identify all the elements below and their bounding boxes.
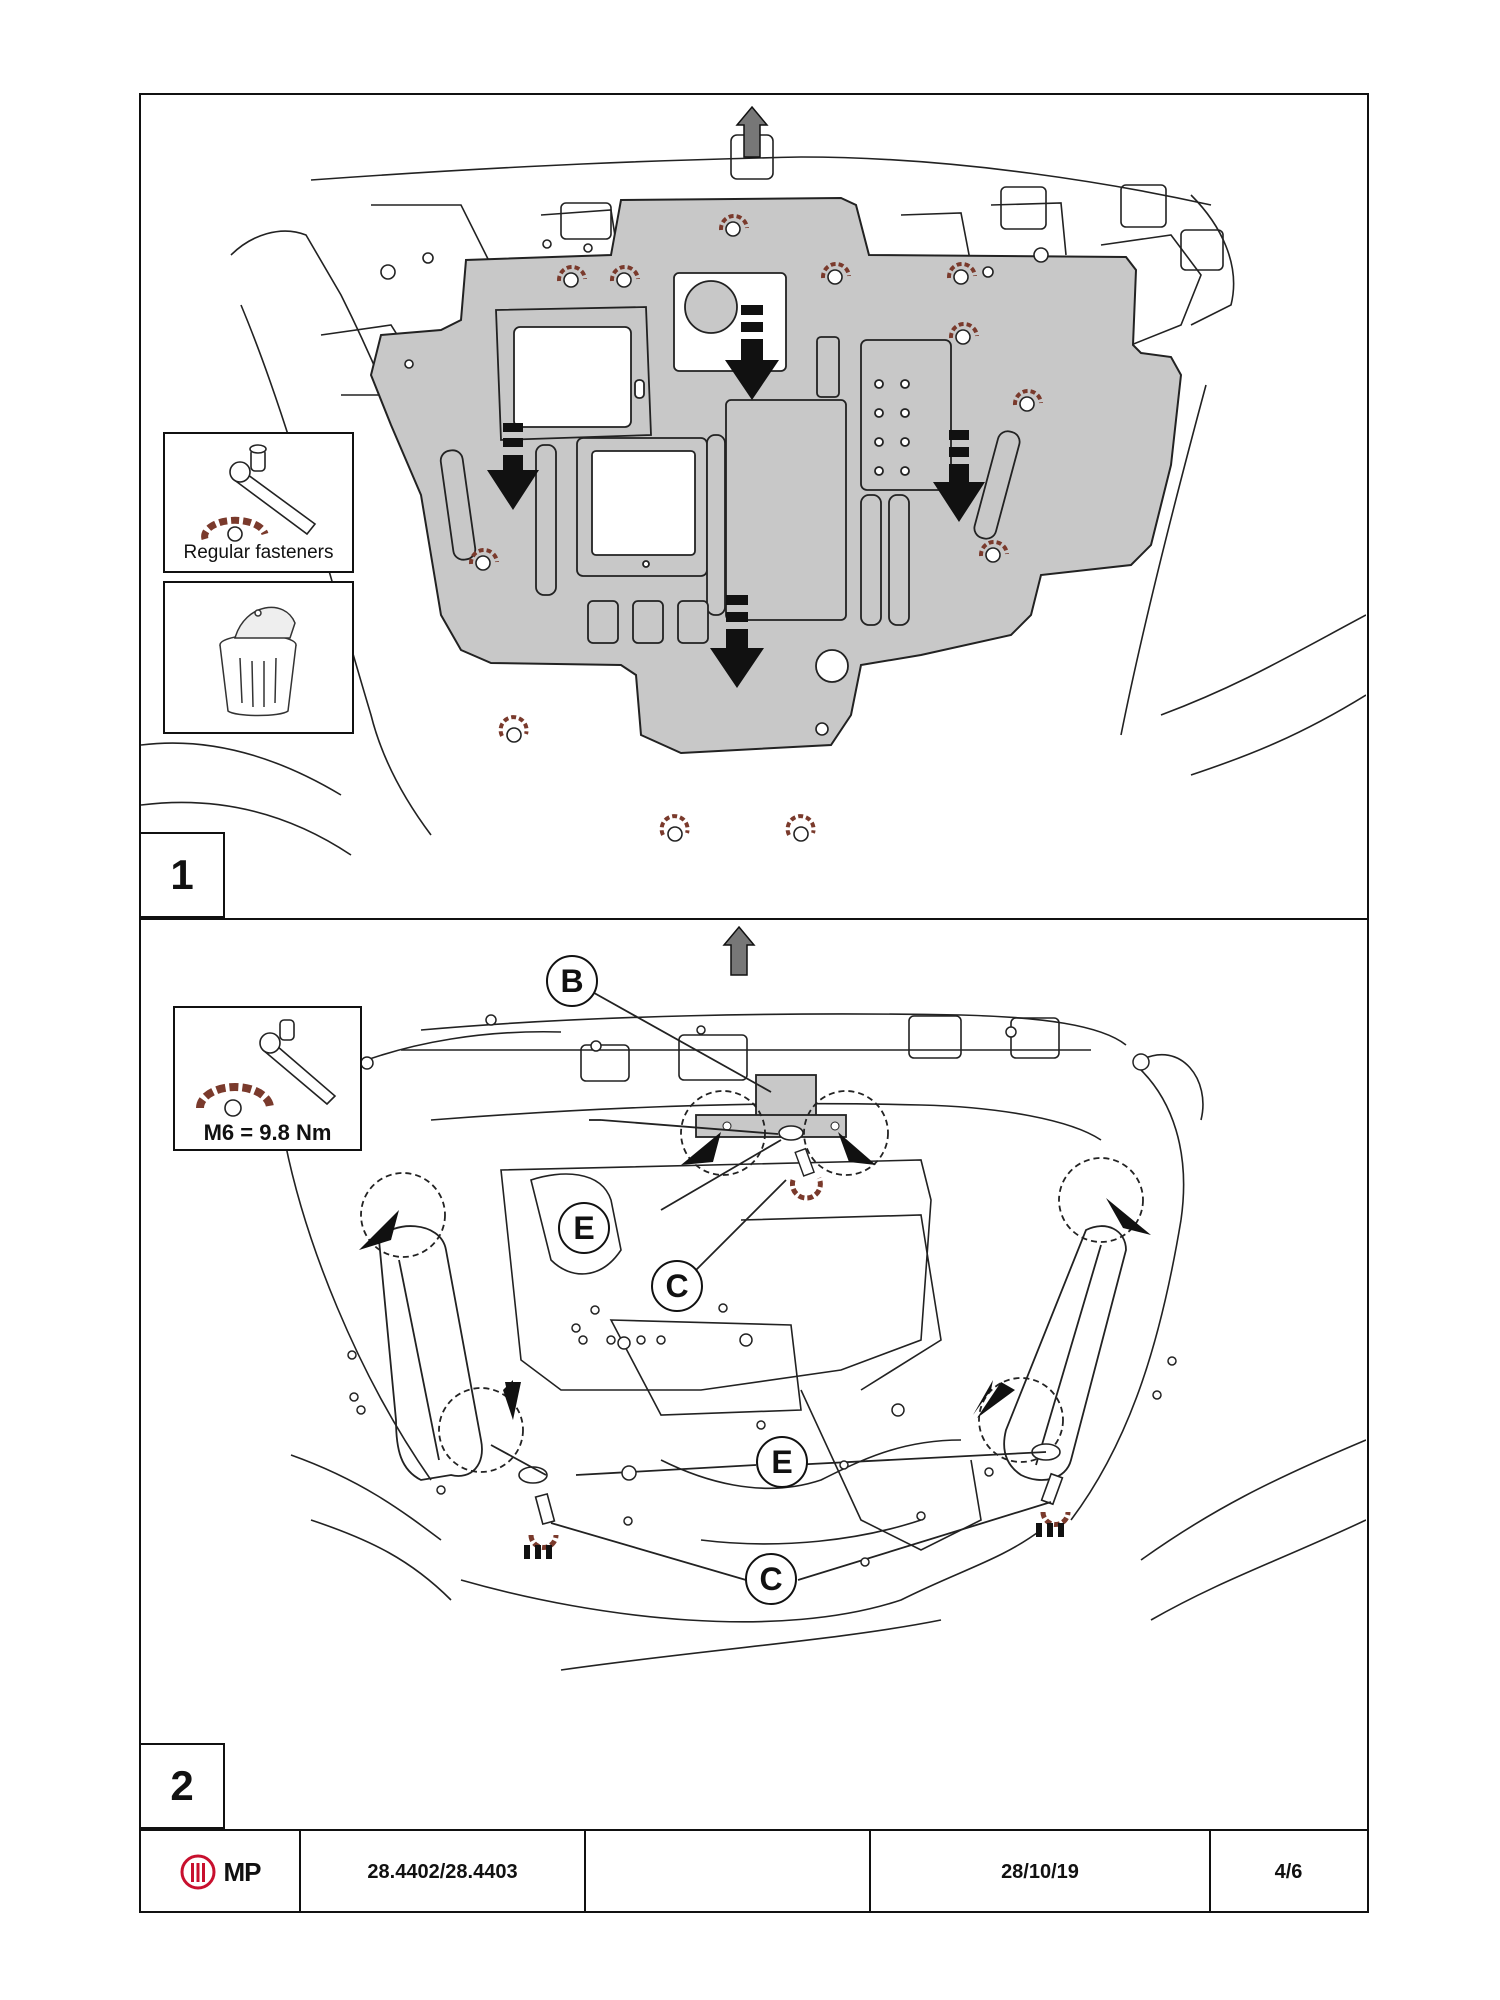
footer-page: 4/6 <box>1274 1860 1303 1883</box>
callout-c-lower: C <box>745 1553 797 1605</box>
removal-arrows <box>487 305 985 688</box>
fwd-arrow-icon <box>735 105 769 158</box>
regular-fastener-markers <box>468 214 1043 842</box>
title-block: MP 28.4402/28.4403 28/10/19 4/6 <box>141 1829 1367 1913</box>
fwd-arrow-icon <box>722 925 756 976</box>
callout-c-upper: C <box>651 1260 703 1312</box>
instruction-sheet: Regular fasteners 1 <box>139 93 1369 1913</box>
legend-torque: M6 = 9.8 Nm <box>173 1006 362 1151</box>
torque-wrench-icon <box>196 1019 337 1117</box>
footer-logo-cell: MP <box>141 1831 301 1913</box>
skid-plate-removal-diagram <box>141 105 1366 856</box>
callout-e-upper: E <box>558 1202 610 1254</box>
mp-logo-icon <box>180 1854 215 1890</box>
footer-part-numbers: 28.4402/28.4403 <box>301 1831 586 1913</box>
step-2-panel: M6 = 9.8 Nm B E C E C 2 <box>141 920 1367 1829</box>
waste-bin-icon <box>219 606 297 717</box>
legend-regular-fasteners-label: Regular fasteners <box>183 542 334 563</box>
logo-text: MP <box>223 1856 262 1887</box>
step-2-number: 2 <box>141 1743 225 1829</box>
callout-b: B <box>546 955 598 1007</box>
footer-empty-cell <box>586 1831 871 1913</box>
step-1-number: 1 <box>141 832 225 918</box>
legend-dispose <box>163 581 354 734</box>
torque-spec-label: M6 = 9.8 Nm <box>203 1120 332 1145</box>
bracket-b <box>695 1074 847 1177</box>
step-1-panel: Regular fasteners 1 <box>141 95 1367 920</box>
legend-regular-fasteners: Regular fasteners <box>163 432 354 573</box>
ratchet-wrench-icon <box>201 444 317 542</box>
subframe-installation-diagram <box>280 925 1366 1671</box>
footer-date: 28/10/19 <box>871 1831 1211 1913</box>
callout-e-lower: E <box>756 1436 808 1488</box>
